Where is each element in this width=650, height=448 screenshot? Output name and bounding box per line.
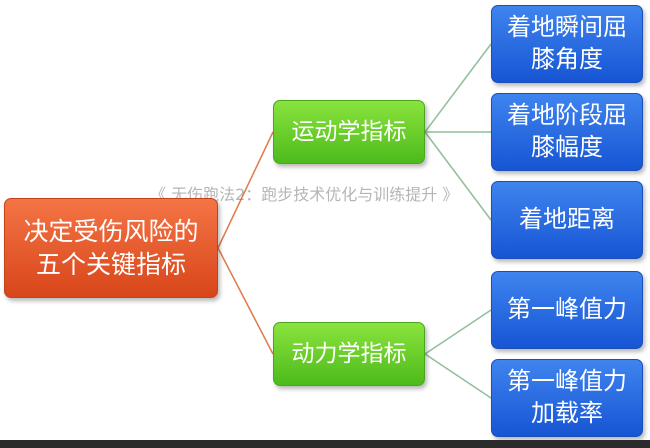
leaf-node-first-peak-force: 第一峰值力 <box>491 271 643 349</box>
bottom-border <box>0 440 650 448</box>
branch-node-kinetics: 动力学指标 <box>273 322 425 386</box>
watermark-text: 《 无伤跑法2：跑步技术优化与训练提升 》 <box>150 185 459 204</box>
connector-kinematics-leaf1 <box>424 43 492 133</box>
connector-kinetics-leaf2 <box>424 353 492 399</box>
leaf-node-knee-flexion-range: 着地阶段屈 膝幅度 <box>491 93 643 171</box>
connector-root-kinematics <box>217 131 274 249</box>
branch-node-kinematics: 运动学指标 <box>273 100 425 164</box>
connector-kinematics-leaf3 <box>424 131 492 221</box>
connector-kinetics-leaf1 <box>424 309 492 355</box>
leaf-node-first-peak-loading-rate: 第一峰值力 加载率 <box>491 359 643 437</box>
root-node: 决定受伤风险的 五个关键指标 <box>4 198 218 298</box>
leaf-node-landing-distance: 着地距离 <box>491 181 643 259</box>
leaf-node-touchdown-knee-angle: 着地瞬间屈 膝角度 <box>491 5 643 83</box>
connector-root-kinetics <box>217 247 274 355</box>
